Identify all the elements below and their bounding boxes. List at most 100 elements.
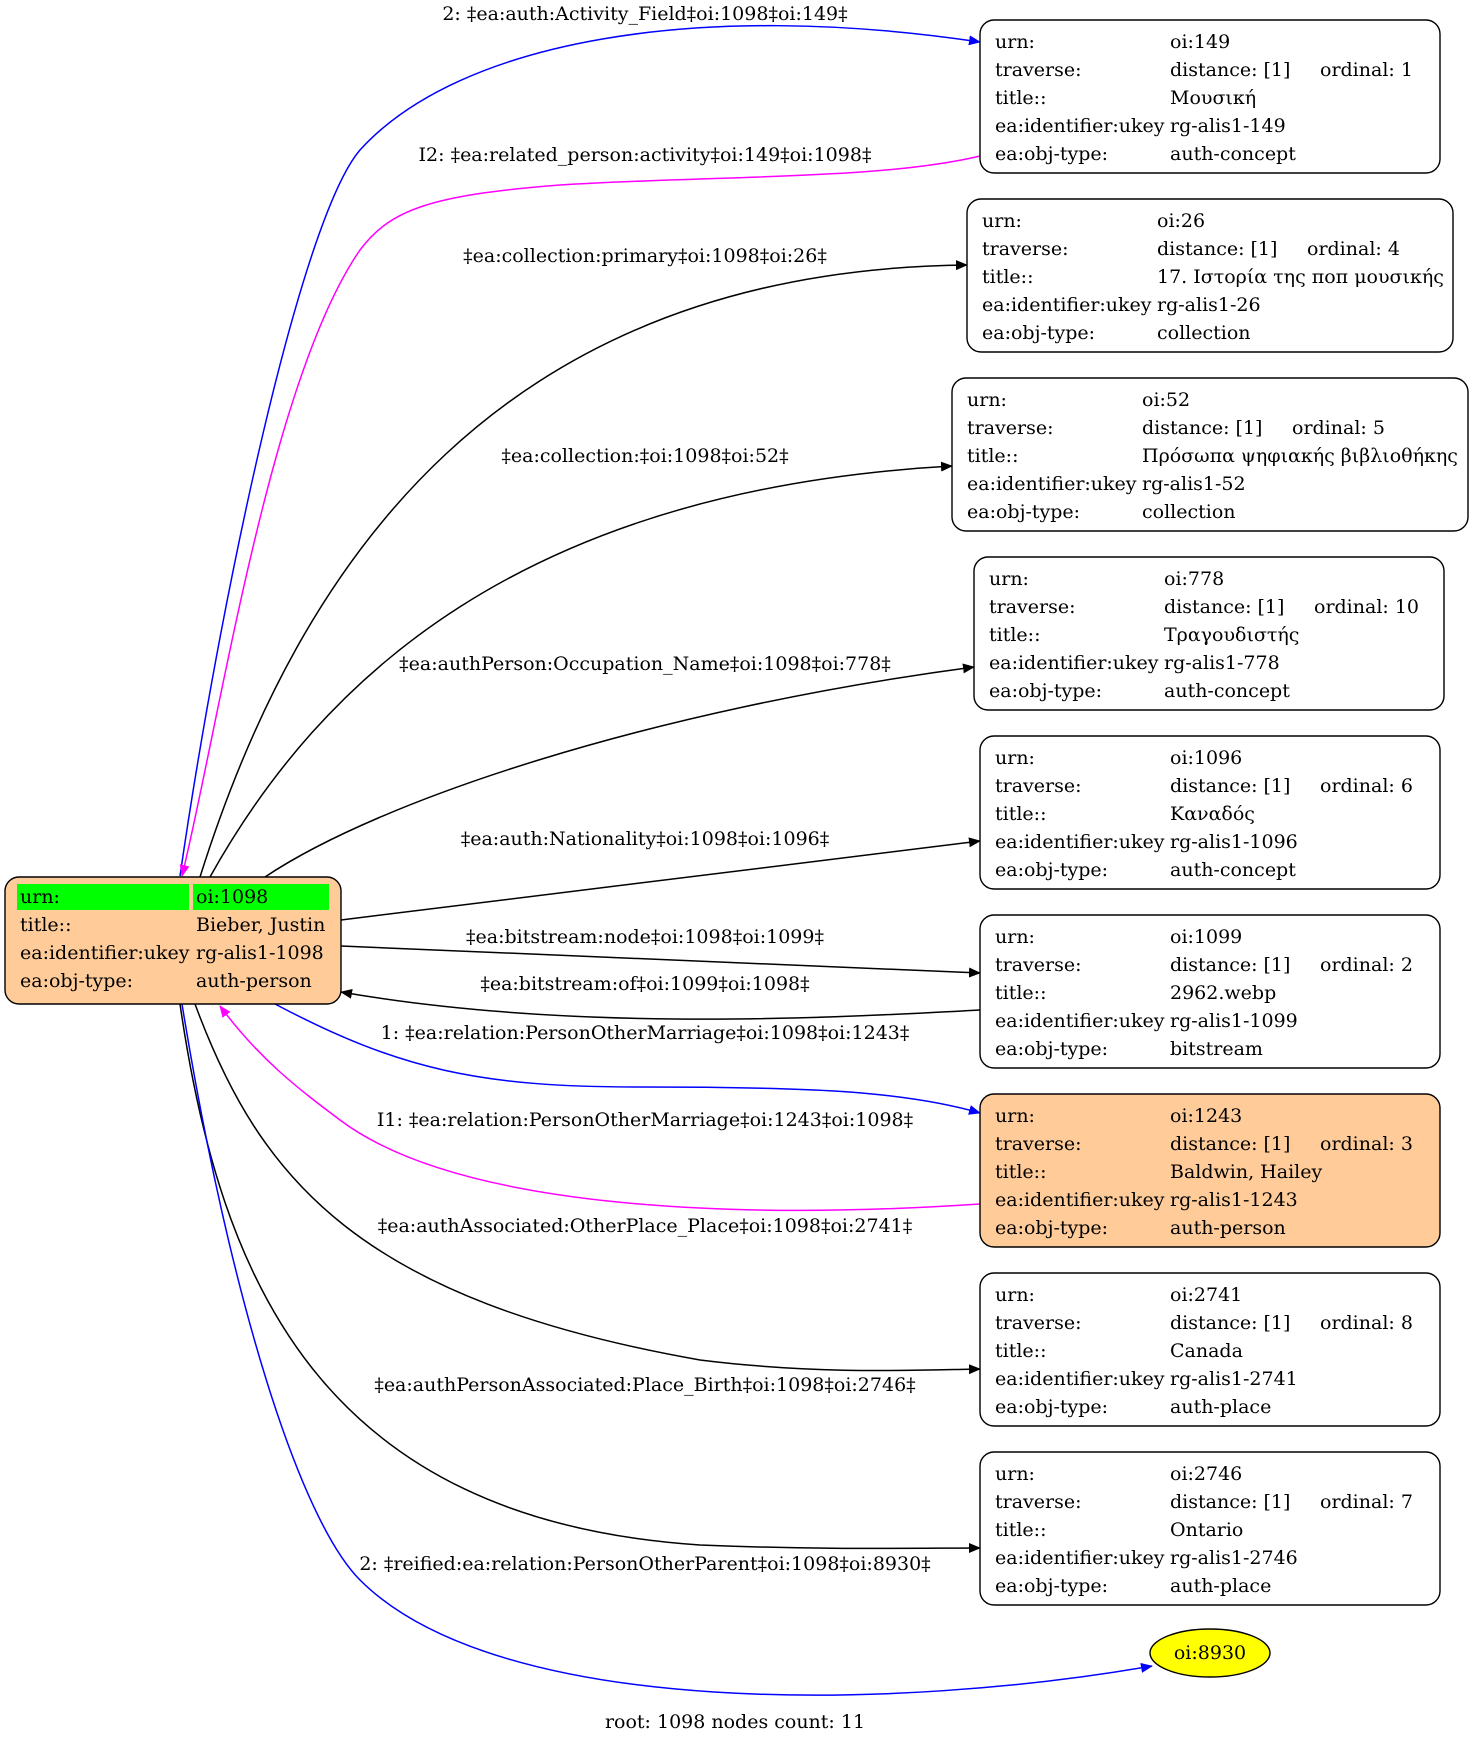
node-row-key: ea:obj-type:: [995, 1217, 1108, 1239]
node-row-key: title::: [995, 982, 1046, 1004]
edge-path: [264, 663, 975, 878]
root-row-key: ea:obj-type:: [20, 970, 133, 992]
edges-layer: [179, 24, 1153, 1696]
node-row-value: Τραγουδιστής: [1164, 624, 1299, 646]
edge-label: 2: ‡ea:auth:Activity_Field‡oi:1098‡oi:14…: [442, 3, 847, 25]
root-row-key: title::: [20, 914, 71, 936]
node-box: [979, 1093, 1441, 1248]
node-row-value: auth-concept: [1170, 143, 1296, 165]
node-row-value: rg-alis1-149: [1170, 115, 1286, 137]
edge-path: [340, 988, 981, 1020]
node-row-value: oi:149: [1170, 31, 1230, 53]
node-row-key: ea:identifier:ukey: [995, 1010, 1165, 1032]
edge-label: 2: ‡reified:ea:relation:PersonOtherParen…: [359, 1553, 930, 1575]
node-row-value: rg-alis1-1243: [1170, 1189, 1298, 1211]
root-urn-key-cell: [17, 884, 189, 910]
ellipse-node[interactable]: oi:8930: [1149, 1628, 1271, 1678]
root-row-key: ea:identifier:ukey: [20, 942, 190, 964]
edge-path: [340, 837, 981, 921]
node-row-value: distance: [1]: [1170, 1491, 1290, 1513]
node-box: [979, 19, 1441, 174]
node-row-key: ea:identifier:ukey: [995, 115, 1165, 137]
node-row-value: Καναδός: [1170, 803, 1255, 825]
nodes-layer: urn: oi:149 traverse: distance: [1] ordinal:…: [951, 19, 1469, 1606]
node-row-key: title::: [982, 266, 1033, 288]
edge-label: I1: ‡ea:relation:PersonOtherMarriage‡oi:…: [377, 1109, 913, 1131]
node-row-value: oi:1243: [1170, 1105, 1242, 1127]
node-row-value: rg-alis1-2746: [1170, 1547, 1298, 1569]
edge-labels-layer: 2: ‡ea:auth:Activity_Field‡oi:1098‡oi:14…: [359, 3, 930, 1575]
root-node[interactable]: urn: oi:1098 title:: Bieber, Justin ea:i…: [4, 876, 342, 1005]
node-row-key: ea:identifier:ukey: [995, 1189, 1165, 1211]
node-row-key: ea:identifier:ukey: [995, 1547, 1165, 1569]
edge-path: [209, 461, 953, 878]
node-row-key: title::: [995, 87, 1046, 109]
node-row-key: traverse:: [995, 1312, 1082, 1334]
node-row-value: rg-alis1-52: [1142, 473, 1246, 495]
node-row-key: traverse:: [995, 954, 1082, 976]
node-row-value: bitstream: [1170, 1038, 1263, 1060]
node-row-value: distance: [1]: [1170, 1312, 1290, 1334]
node-row-value: Πρόσωπα ψηφιακής βιβλιοθήκης: [1142, 445, 1458, 467]
node-ordinal: ordinal: 5: [1292, 417, 1385, 439]
node-row-value: oi:2746: [1170, 1463, 1242, 1485]
node-row-key: ea:identifier:ukey: [989, 652, 1159, 674]
node-row-value: Canada: [1170, 1340, 1243, 1362]
node-box: [979, 735, 1441, 890]
node-box: [951, 377, 1469, 532]
edge-label: 1: ‡ea:relation:PersonOtherMarriage‡oi:1…: [381, 1022, 910, 1044]
node-row-key: traverse:: [995, 775, 1082, 797]
node-row-key: title::: [989, 624, 1040, 646]
node-row-key: title::: [995, 1519, 1046, 1541]
node-row-value: distance: [1]: [1157, 238, 1277, 260]
node-row-value: distance: [1]: [1142, 417, 1262, 439]
node-row-key: traverse:: [989, 596, 1076, 618]
node-ordinal: ordinal: 6: [1320, 775, 1413, 797]
node-row-key: urn:: [995, 926, 1035, 948]
node-row-value: distance: [1]: [1170, 1133, 1290, 1155]
edge-label: ‡ea:bitstream:node‡oi:1098‡oi:1099‡: [466, 926, 824, 948]
root-row-value: oi:1098: [196, 886, 268, 908]
node-ordinal: ordinal: 7: [1320, 1491, 1413, 1513]
node-row-value: oi:1096: [1170, 747, 1242, 769]
node-row-key: ea:obj-type:: [982, 322, 1095, 344]
node-box: [973, 556, 1445, 711]
root-row-value: auth-person: [196, 970, 312, 992]
node-row-value: rg-alis1-1099: [1170, 1010, 1298, 1032]
node-row-value: Μουσική: [1170, 87, 1256, 109]
node-row-key: ea:obj-type:: [995, 143, 1108, 165]
edge-path: [179, 1003, 981, 1554]
node-row-key: urn:: [967, 389, 1007, 411]
node-row-value: oi:52: [1142, 389, 1190, 411]
node-row-key: urn:: [995, 31, 1035, 53]
edge-label: ‡ea:authPersonAssociated:Place_Birth‡oi:…: [374, 1374, 915, 1396]
edge-path: [194, 1003, 981, 1375]
node-row-key: ea:identifier:ukey: [967, 473, 1137, 495]
node-row-value: collection: [1142, 501, 1236, 523]
node-box: [979, 1451, 1441, 1606]
node-row-value: oi:1099: [1170, 926, 1242, 948]
node-row-key: traverse:: [995, 1133, 1082, 1155]
node-ordinal: ordinal: 10: [1314, 596, 1419, 618]
node-row-key: title::: [995, 1161, 1046, 1183]
edge-label: ‡ea:authPerson:Occupation_Name‡oi:1098‡o…: [399, 653, 891, 675]
node-row-value: distance: [1]: [1170, 59, 1290, 81]
node-row-key: urn:: [995, 747, 1035, 769]
edge-path: [219, 1005, 981, 1212]
node-row-key: urn:: [989, 568, 1029, 590]
node-row-value: rg-alis1-778: [1164, 652, 1280, 674]
edge-path: [179, 24, 981, 877]
node-ordinal: ordinal: 8: [1320, 1312, 1413, 1334]
edge-path: [181, 1003, 1153, 1696]
edge-path: [199, 260, 968, 878]
